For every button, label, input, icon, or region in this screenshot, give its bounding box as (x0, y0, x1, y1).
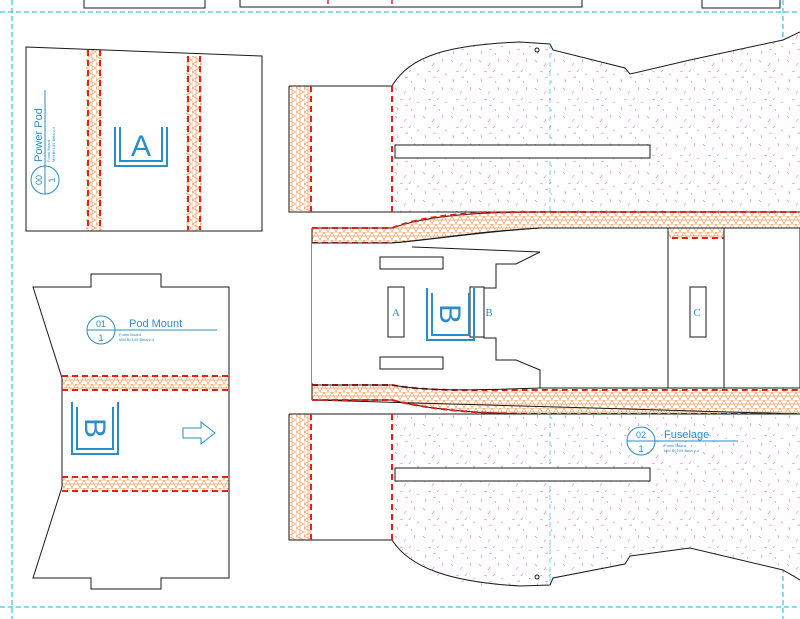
top-partial-outlines (83, 0, 781, 9)
fuselage-quantity: 1 (638, 444, 643, 454)
power-pod-version: MM Bf 109 Beta v.4 (51, 126, 56, 162)
fuselage-material: Foam Board (664, 443, 686, 448)
pod-mount-letter: B (78, 418, 111, 438)
pod-mount-number: 01 (96, 319, 106, 329)
slot-a-label: A (392, 307, 400, 319)
fuselage-center-panel: A B C B (311, 211, 800, 415)
pod-mount-material: Foam Board (119, 332, 141, 337)
fuselage-label: 02 1 Fuselage Foam Board MM Bf 109 Beta … (626, 426, 738, 456)
letter-a-stamp: A (114, 127, 168, 167)
power-pod-name: Power Pod (33, 108, 45, 162)
slot-b-label: B (485, 307, 492, 319)
fuselage-version: MM Bf 109 Beta v.4 (664, 448, 700, 453)
arrow-right-icon (182, 420, 216, 446)
power-pod-quantity: 1 (47, 177, 57, 182)
fuselage-name: Fuselage (664, 429, 709, 441)
power-pod-material: Foam Board (46, 140, 51, 162)
letter-b-stamp: B (71, 402, 119, 455)
slot-c-label: C (693, 307, 700, 319)
part-power-pod: A 00 1 Power Pod Foam Board MM Bf 109 Be… (25, 46, 263, 232)
power-pod-letter: A (131, 130, 151, 163)
power-pod-label: 00 1 Power Pod Foam Board MM Bf 109 Beta… (30, 90, 60, 195)
power-pod-number: 00 (34, 175, 44, 185)
pod-mount-name: Pod Mount (129, 318, 182, 330)
part-pod-mount: 01 1 Pod Mount Foam Board MM Bf 109 Beta… (32, 273, 230, 590)
fuselage-lower-side: 02 1 Fuselage Foam Board MM Bf 109 Beta … (288, 413, 800, 587)
pod-mount-label: 01 1 Pod Mount Foam Board MM Bf 109 Beta… (86, 315, 217, 345)
pod-mount-version: MM Bf 109 Beta v.4 (119, 337, 155, 342)
pod-mount-quantity: 1 (98, 333, 103, 343)
fuselage-number: 02 (636, 430, 646, 440)
fuselage-letter-b: B (433, 304, 466, 324)
fuselage-b-stamp: B (426, 288, 475, 341)
fuselage-upper-side (288, 31, 800, 213)
